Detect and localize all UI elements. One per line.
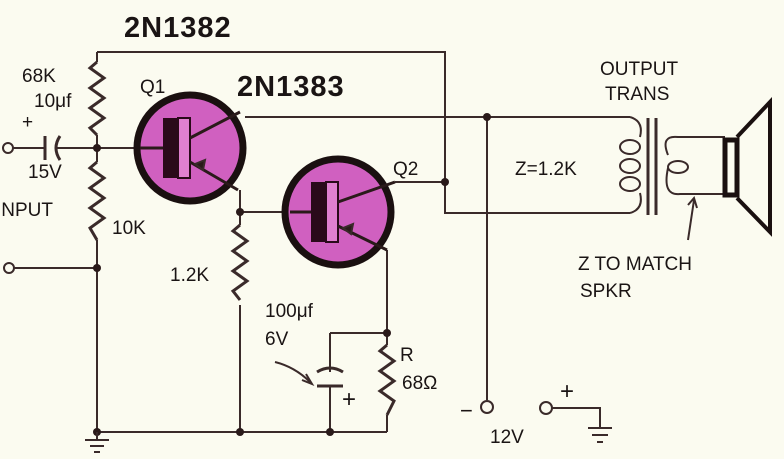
resistor-r-value: 68Ω <box>402 373 438 394</box>
resistor-68k-label: 68K <box>22 66 56 87</box>
input-cap-value: 10μf <box>34 91 72 112</box>
bypass-cap-voltage: 6V <box>265 329 289 350</box>
transistor-q2 <box>281 155 396 269</box>
input-terminal-1 <box>2 142 14 154</box>
primary-impedance-label: Z=1.2K <box>515 159 577 180</box>
speaker-match-note-1: Z TO MATCH <box>578 254 692 275</box>
supply-positive-terminal <box>539 401 553 415</box>
supply-ground-icon <box>588 427 612 443</box>
input-cap-voltage: 15V <box>28 162 62 183</box>
output-transformer <box>619 116 725 241</box>
transistor-q1 <box>133 91 247 205</box>
resistor-10k-label: 10K <box>112 218 146 239</box>
resistor-68-ohm <box>377 343 397 416</box>
ground-icon <box>85 432 109 453</box>
resistors <box>87 60 397 416</box>
supply-negative-terminal <box>480 400 494 414</box>
resistor-1-2k-label: 1.2K <box>170 265 210 286</box>
q1-part-number: 2N1382 <box>124 12 232 44</box>
supply-negative-label: − <box>460 398 473 423</box>
input-terminal-2 <box>3 262 15 274</box>
transformer-label-2: TRANS <box>605 84 670 105</box>
bypass-cap-polarity: + <box>342 386 357 413</box>
resistor-10k <box>87 160 107 241</box>
speaker-match-note-2: SPKR <box>580 281 632 302</box>
resistor-r-name: R <box>400 345 414 366</box>
q1-label: Q1 <box>140 77 166 98</box>
resistor-1-2k <box>230 223 250 301</box>
transformer-label-1: OUTPUT <box>600 59 679 80</box>
q2-label: Q2 <box>393 159 419 180</box>
input-label: INPUT <box>0 200 53 221</box>
input-capacitor <box>43 135 62 161</box>
terminals <box>2 142 553 415</box>
speaker-icon <box>722 96 772 237</box>
resistor-68k <box>87 60 107 137</box>
input-cap-polarity: + <box>22 112 34 133</box>
supply-positive-label: + <box>560 378 575 405</box>
bypass-capacitor <box>274 361 344 388</box>
supply-voltage-label: 12V <box>490 427 524 448</box>
q2-part-number: 2N1383 <box>237 71 345 103</box>
bypass-cap-value: 100μf <box>265 301 313 322</box>
